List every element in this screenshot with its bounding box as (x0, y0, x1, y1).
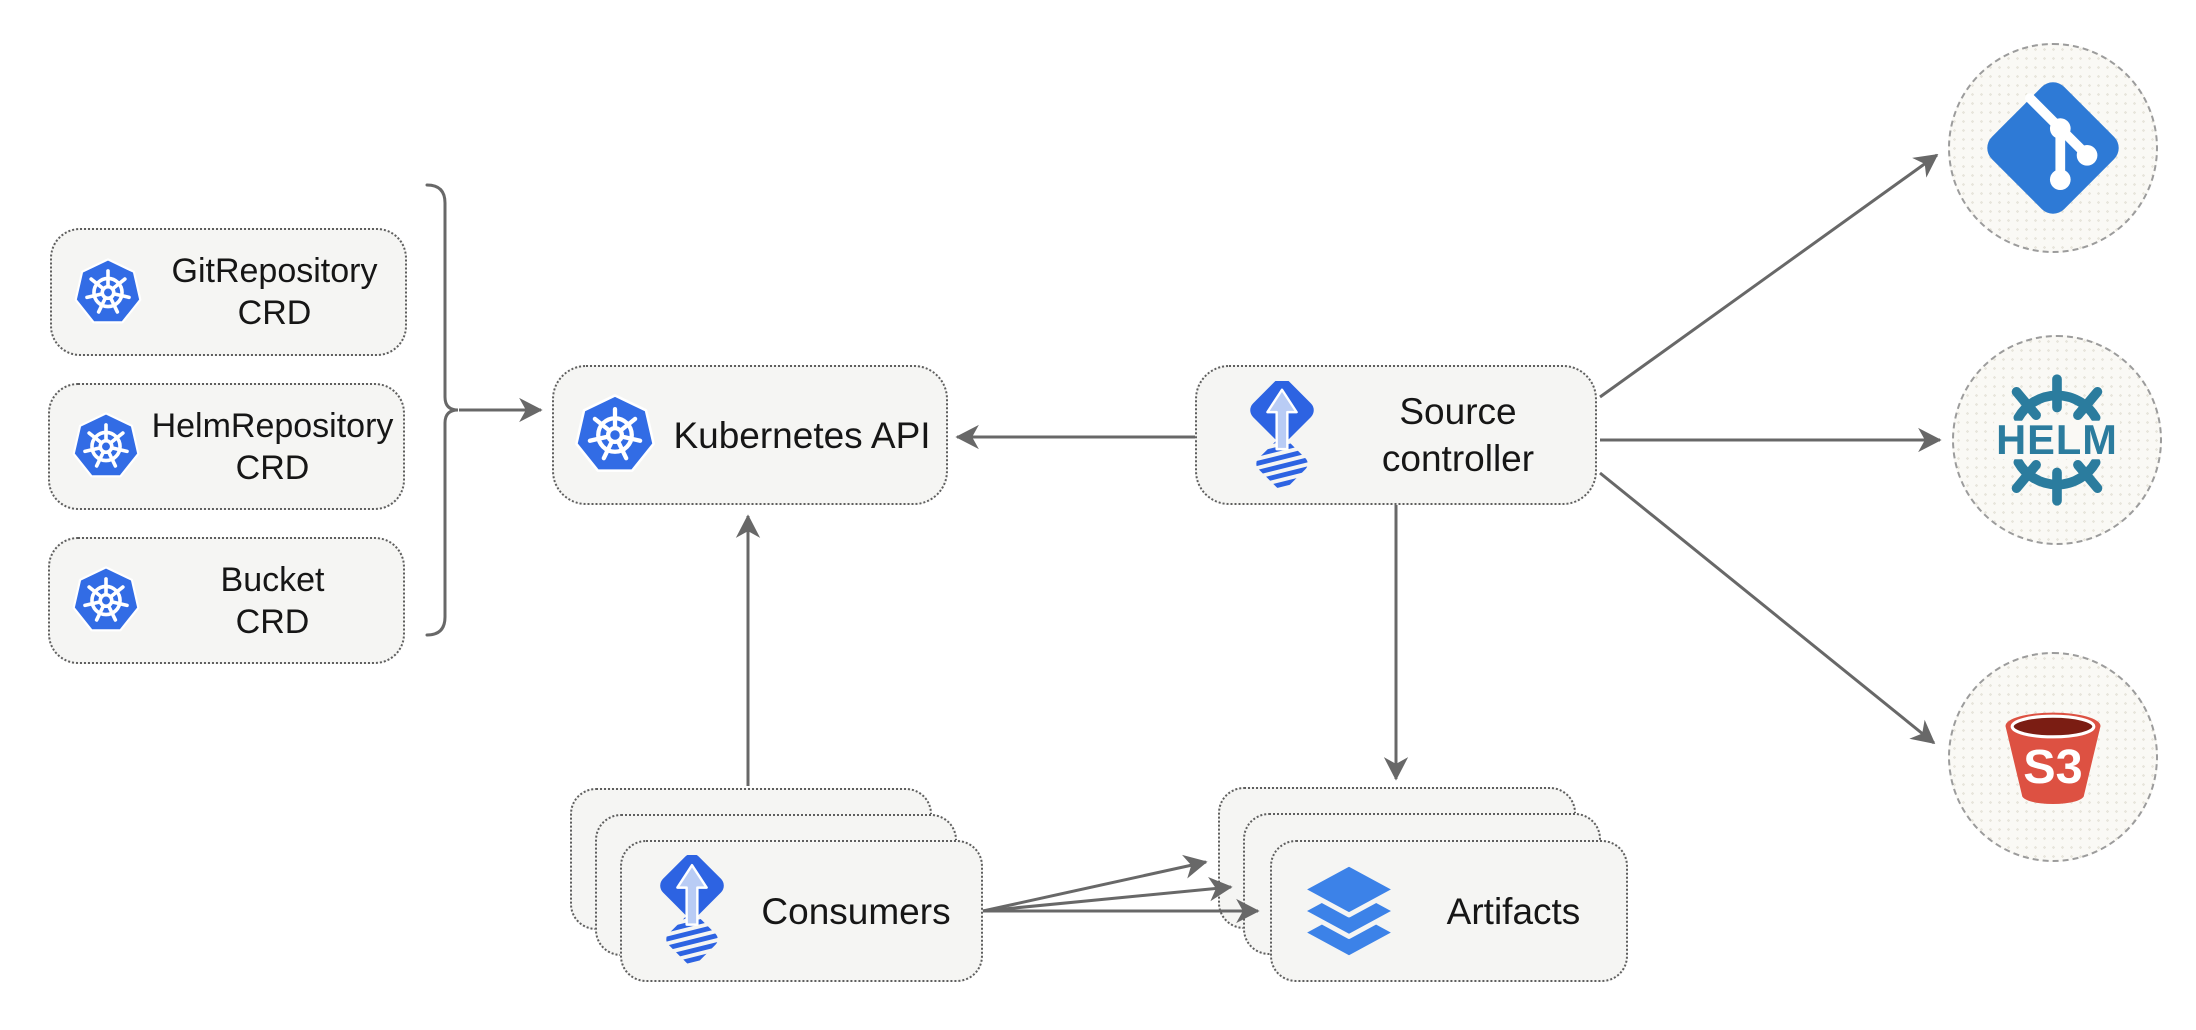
node-source-controller: Source controller (1195, 365, 1597, 505)
node-helmrepository-crd: HelmRepository CRD (48, 383, 405, 510)
edge-source-to-git (1599, 153, 1939, 399)
kubernetes-icon (572, 390, 658, 480)
node-bucket-crd: Bucket CRD (48, 537, 405, 664)
node-label: Bucket CRD (220, 560, 325, 641)
flux-icon (1243, 381, 1321, 490)
node-label: Consumers (761, 890, 951, 932)
node-label: Source controller (1381, 391, 1535, 479)
s3-wordmark: S3 (2023, 740, 2082, 794)
node-label: GitRepository CRD (171, 252, 378, 332)
kubernetes-icon (72, 255, 144, 330)
flux-icon (653, 855, 731, 967)
target-circle-git (1948, 43, 2158, 253)
helm-icon: HELM (1994, 374, 2120, 506)
node-label: Artifacts (1446, 890, 1581, 932)
target-circle-helm: HELM (1952, 335, 2162, 545)
git-icon (1987, 82, 2119, 214)
layers-icon (1299, 862, 1399, 960)
node-label: HelmRepository CRD (151, 406, 394, 487)
crd-group-bracket (425, 183, 459, 637)
target-circle-s3: S3 (1948, 652, 2158, 862)
s3-bucket-icon: S3 (2005, 712, 2101, 805)
node-label: Kubernetes API (673, 414, 931, 456)
node-artifacts-stack: Artifacts (1218, 787, 1630, 983)
edge-consumers-to-artifacts-1 (982, 854, 1208, 913)
kubernetes-icon (70, 409, 142, 484)
node-consumers-stack: Consumers (570, 788, 984, 983)
node-artifacts: Artifacts (1270, 840, 1628, 982)
edge-source-to-s3 (1599, 471, 1936, 745)
node-kubernetes-api: Kubernetes API (552, 365, 948, 505)
kubernetes-icon (70, 563, 142, 638)
node-consumers: Consumers (620, 840, 983, 982)
edge-consumers-to-artifacts-2 (982, 877, 1233, 913)
node-gitrepository-crd: GitRepository CRD (50, 228, 407, 356)
helm-wordmark: HELM (1996, 416, 2118, 463)
